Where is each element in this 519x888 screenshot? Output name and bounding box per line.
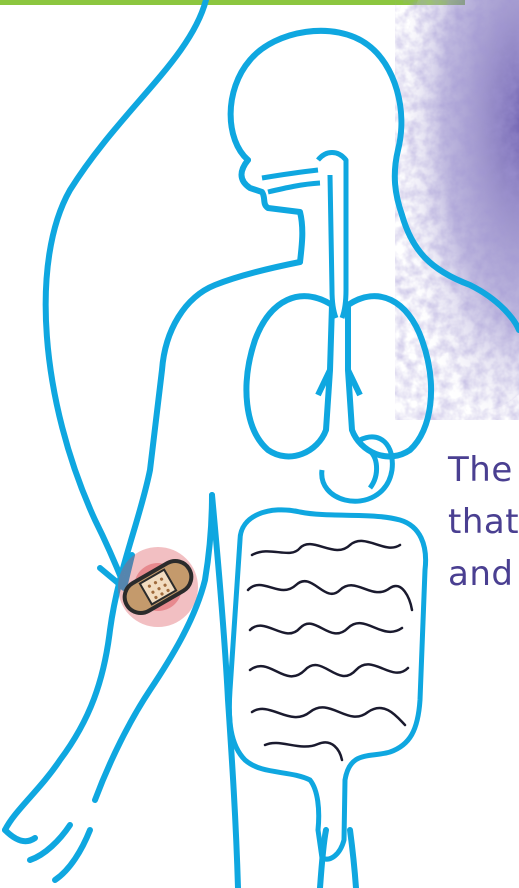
lungs [246,296,431,456]
intestines [229,510,425,859]
caption-text: The tissue body that out inc gas and [448,444,519,600]
stomach [322,437,393,501]
curved-arrow-icon [46,0,206,588]
adhesive-bandage-icon [118,547,198,627]
caption-panel: The tissue body that out inc gas and [436,430,519,888]
